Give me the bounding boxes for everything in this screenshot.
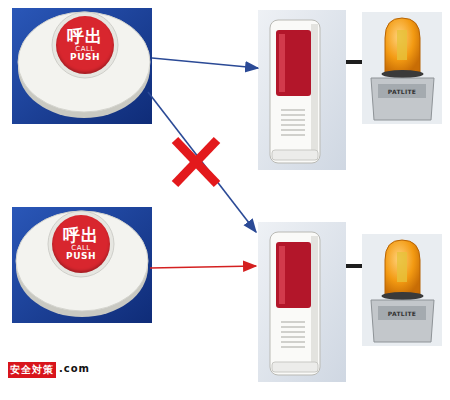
- receiver-unit: [258, 222, 346, 382]
- button-title: 呼出: [67, 28, 103, 46]
- button-caption: CALL: [71, 245, 90, 252]
- button-caption: CALL: [75, 46, 94, 53]
- watermark: 安全対策: [8, 362, 56, 378]
- button-caption: PUSH: [70, 53, 100, 62]
- signal-arrow: [148, 92, 256, 232]
- signal-arrow: [150, 266, 256, 268]
- signal-arrow: [152, 58, 258, 68]
- button-title: 呼出: [63, 227, 99, 245]
- call-button-photo: [12, 8, 152, 124]
- cross-mark: [175, 140, 217, 184]
- rotating-lamp: [346, 234, 442, 346]
- button-caption: PUSH: [66, 252, 96, 261]
- call-button-face: 呼出CALLPUSH: [52, 215, 110, 273]
- brand-label: PATLITE: [387, 88, 417, 95]
- receiver-unit: [258, 10, 346, 170]
- call-button-face: 呼出CALLPUSH: [56, 16, 114, 74]
- rotating-lamp: [346, 12, 442, 124]
- call-button-photo: [12, 207, 152, 323]
- watermark: .com: [57, 362, 92, 375]
- brand-label: PATLITE: [387, 310, 417, 317]
